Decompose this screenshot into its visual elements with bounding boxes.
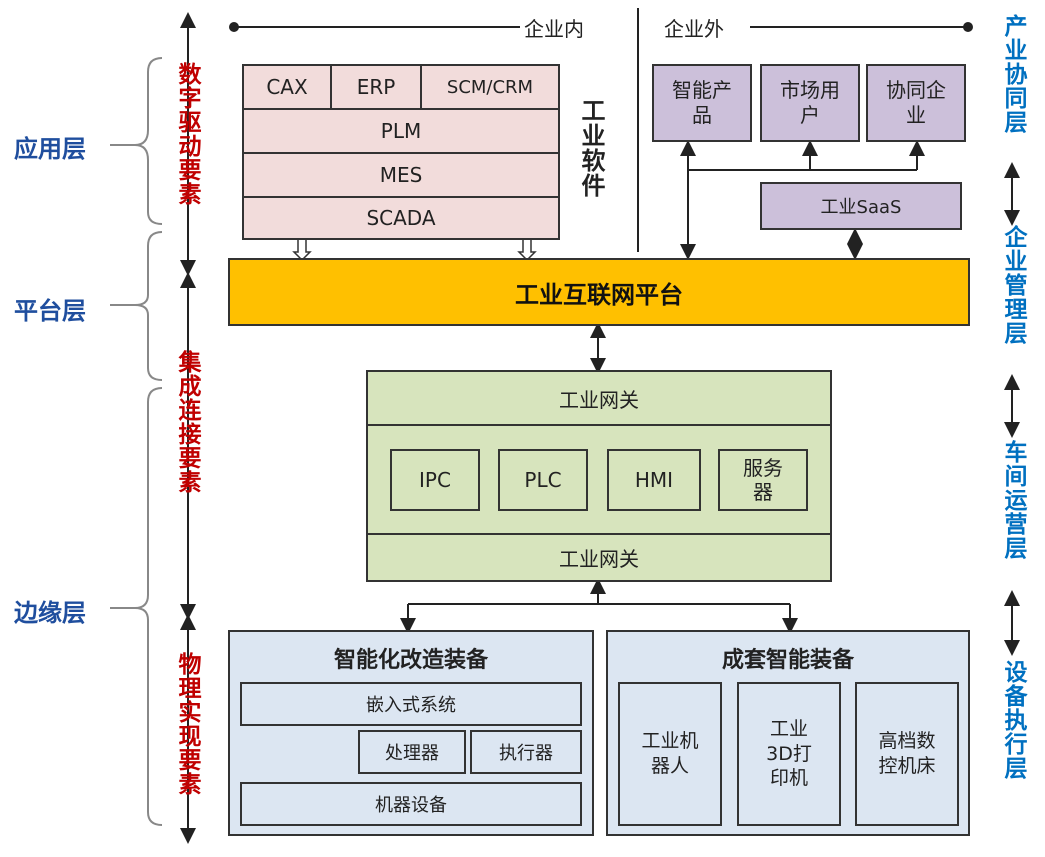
erp-box: ERP: [330, 64, 422, 110]
scada-box: SCADA: [242, 196, 560, 240]
external-tree: [680, 140, 925, 260]
industrial-robot-box: 工业机器人: [618, 682, 722, 826]
outside-enterprise-label: 企业外: [664, 17, 724, 41]
platform-brace: [134, 231, 163, 381]
cnc-machine-box: 高档数控机床: [855, 682, 959, 826]
platform-layer-label: 平台层: [14, 297, 86, 325]
inside-header-line: [229, 22, 520, 32]
gateway-top: 工业网关: [366, 370, 832, 426]
enterprise-layer-label: 企业管理层: [1000, 225, 1026, 345]
complete-title: 成套智能装备: [721, 648, 854, 673]
scm-crm-box: SCM/CRM: [420, 64, 560, 110]
physical-label: 物理实现要素: [174, 652, 200, 796]
processor-box: 处理器: [358, 730, 466, 774]
embedded-system-box: 嵌入式系统: [240, 682, 582, 726]
cax-box: CAX: [242, 64, 332, 110]
integration-label: 集成连接要素: [174, 350, 200, 494]
edge-brace: [134, 387, 163, 826]
edge-layer-label: 边缘层: [14, 599, 86, 627]
industrial-saas-box: 工业SaaS: [760, 182, 962, 230]
inside-enterprise-label: 企业内: [524, 17, 584, 41]
mes-box: MES: [242, 152, 560, 198]
plc-box: PLC: [498, 449, 588, 511]
actuator-box: 执行器: [470, 730, 582, 774]
3d-printer-box: 工业3D打印机: [737, 682, 841, 826]
device-layer-label: 设备执行层: [1000, 660, 1026, 780]
retrofit-title: 智能化改造装备: [333, 648, 488, 673]
hmi-box: HMI: [607, 449, 701, 511]
gateway-bottom: 工业网关: [366, 533, 832, 582]
partner-enterprise-box: 协同企业: [866, 64, 966, 142]
industry-layer-label: 产业协同层: [1000, 14, 1026, 134]
ipc-box: IPC: [390, 449, 480, 511]
machine-equipment-box: 机器设备: [240, 782, 582, 826]
outside-header-line: [750, 22, 973, 32]
server-box: 服务器: [718, 449, 808, 511]
application-layer-label: 应用层: [14, 135, 86, 163]
plm-box: PLM: [242, 108, 560, 154]
industrial-internet-platform: 工业互联网平台: [228, 258, 970, 326]
smart-product-box: 智能产品: [652, 64, 752, 142]
application-brace: [134, 57, 163, 225]
market-user-box: 市场用户: [760, 64, 860, 142]
digital-driven-label: 数字驱动要素: [174, 62, 200, 206]
industrial-software-label: 工业软件: [577, 98, 605, 198]
gateway-equipment-arrows: [400, 578, 798, 634]
workshop-layer-label: 车间运营层: [1000, 440, 1026, 560]
